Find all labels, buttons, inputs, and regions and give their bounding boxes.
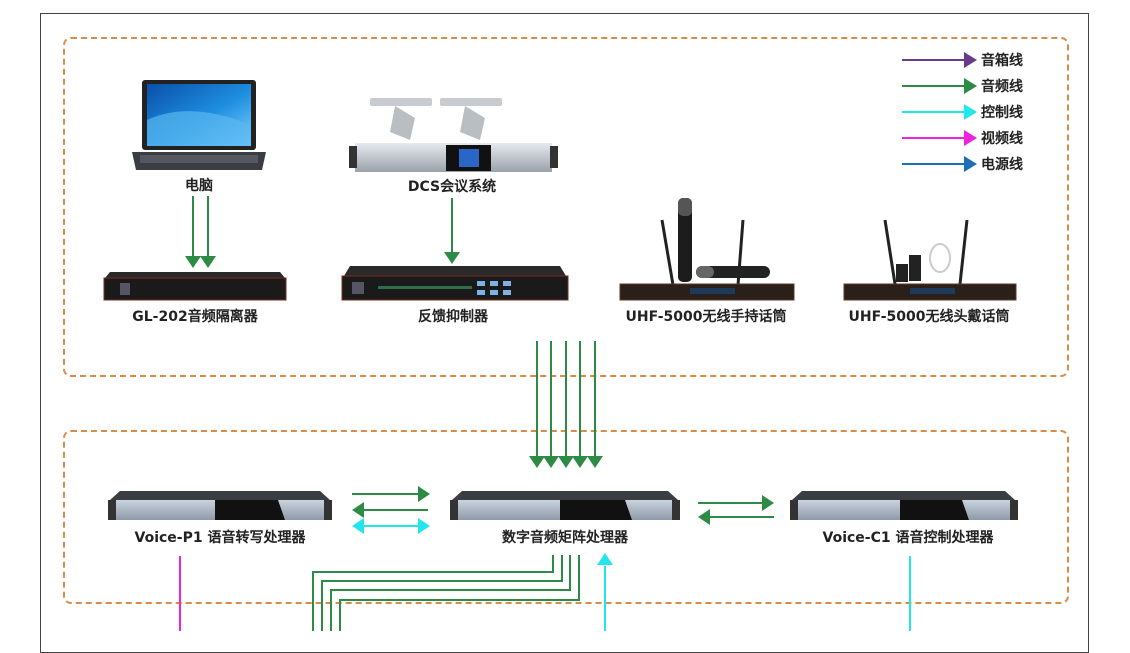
voice-p1-processor-icon [108,491,332,520]
arrowhead-icon [597,553,613,565]
audio-matrix-processor-icon [450,491,680,520]
arrow-right-icon [964,104,977,120]
device-label-voice-c1: Voice-C1 语音控制处理器 [822,530,994,546]
device-label-feedback-suppressor: 反馈抑制器 [418,309,488,325]
legend-item-speaker-line: 音箱线 [902,50,1023,70]
arrowhead-icon [418,518,430,534]
legend-label: 控制线 [981,105,1023,121]
arrow-right-icon [964,130,977,146]
arrow-right-icon [964,156,977,172]
arrowhead-icon [444,252,460,264]
arrowhead-icon [200,256,216,268]
arrowhead-icon [762,495,774,511]
wire-layer [179,196,911,631]
device-label-uhf-headset: UHF-5000无线头戴话筒 [848,309,1010,325]
legend-label: 音频线 [981,79,1023,95]
legend-item-power-line: 电源线 [902,154,1023,174]
legend-item-video-line: 视频线 [902,128,1023,148]
audio-output-wire [330,555,571,631]
arrowhead-icon [558,456,574,468]
legend-label: 电源线 [981,157,1023,173]
arrow-right-icon [964,78,977,94]
arrowhead-icon [543,456,559,468]
arrowhead-icon [572,456,588,468]
arrowhead-icon [698,509,710,525]
arrowhead-icon [587,456,603,468]
audio-output-wire [312,555,554,631]
legend-item-audio-line: 音频线 [902,76,1023,96]
wireless-handheld-mic-icon [619,198,795,301]
audio-isolator-icon [103,272,287,301]
arrowhead-icon [418,486,430,502]
device-label-computer: 电脑 [185,178,213,194]
audio-output-wire [339,555,580,631]
device-label-matrix: 数字音频矩阵处理器 [502,530,628,546]
arrowhead-icon [352,518,364,534]
audio-output-wire [321,555,563,631]
dcs-conference-unit-icon [349,98,558,172]
legend-item-control-line: 控制线 [902,102,1023,122]
device-label-uhf-handheld: UHF-5000无线手持话筒 [625,309,787,325]
arrowhead-icon [352,502,364,518]
arrow-right-icon [964,52,977,68]
arrowhead-icon [529,456,545,468]
device-label-voice-p1: Voice-P1 语音转写处理器 [134,530,306,546]
legend-label: 视频线 [981,131,1023,147]
legend-line [902,111,964,113]
device-label-dcs: DCS会议系统 [407,179,497,195]
voice-c1-processor-icon [790,491,1018,520]
legend-line [902,59,964,61]
legend-line [902,163,964,165]
arrowhead-icon [185,256,201,268]
legend-line [902,137,964,139]
legend-label: 音箱线 [981,53,1023,69]
feedback-suppressor-icon [341,266,569,301]
wireless-headset-mic-icon [843,219,1017,301]
legend-line [902,85,964,87]
device-label-isolator: GL-202音频隔离器 [132,309,258,325]
diagram-canvas [103,80,1018,631]
laptop-icon [132,80,266,170]
